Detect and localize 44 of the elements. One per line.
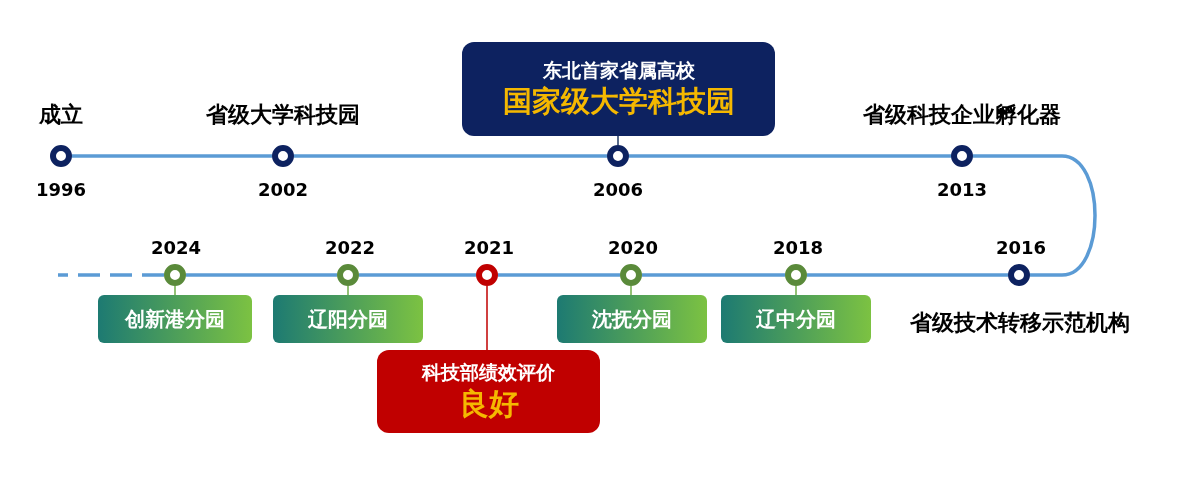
timeline-line	[973, 154, 1097, 277]
year-label: 2016	[994, 236, 1048, 260]
timeline-line	[642, 273, 785, 277]
milestone-box	[462, 42, 775, 136]
milestone-box	[377, 350, 600, 433]
milestone-label: 省级大学科技园	[205, 101, 361, 129]
connector-line	[630, 285, 632, 296]
timeline-line	[294, 154, 607, 158]
year-label: 2018	[771, 236, 825, 260]
year-label: 2022	[323, 236, 377, 260]
year-label: 2020	[606, 236, 660, 260]
year-label: 2024	[149, 236, 203, 260]
box-title: 创新港分园	[125, 306, 225, 332]
box-title: 科技部绩效评价	[422, 360, 555, 385]
milestone-box	[557, 295, 707, 343]
year-label: 2006	[591, 178, 645, 202]
box-highlight: 国家级大学科技园	[502, 82, 735, 119]
milestone-label: 省级科技企业孵化器	[862, 101, 1062, 129]
milestone-label: 省级技术转移示范机构	[909, 309, 1131, 337]
connector-line	[617, 135, 619, 146]
timeline-line	[186, 273, 337, 277]
timeline-line	[807, 273, 1008, 277]
milestone-label: 成立	[38, 101, 84, 129]
box-title: 辽中分园	[756, 306, 836, 332]
year-label: 2013	[935, 178, 989, 202]
milestone-box	[721, 295, 871, 343]
year-label: 2002	[256, 178, 310, 202]
timeline-line	[359, 273, 476, 277]
box-highlight: 良好	[458, 384, 519, 423]
timeline-line	[58, 273, 164, 277]
connector-line	[795, 285, 797, 296]
milestone-box	[273, 295, 423, 343]
connector-line	[486, 285, 488, 351]
milestone-box	[98, 295, 252, 343]
connector-line	[174, 285, 176, 296]
timeline-line	[498, 273, 620, 277]
box-title: 东北首家省属高校	[542, 59, 695, 83]
year-label: 2021	[462, 236, 516, 260]
timeline-line	[629, 154, 951, 158]
timeline-line	[72, 154, 272, 158]
box-title: 沈抚分园	[592, 306, 672, 332]
year-label: 1996	[34, 178, 88, 202]
box-title: 辽阳分园	[308, 306, 388, 332]
connector-line	[347, 285, 349, 296]
